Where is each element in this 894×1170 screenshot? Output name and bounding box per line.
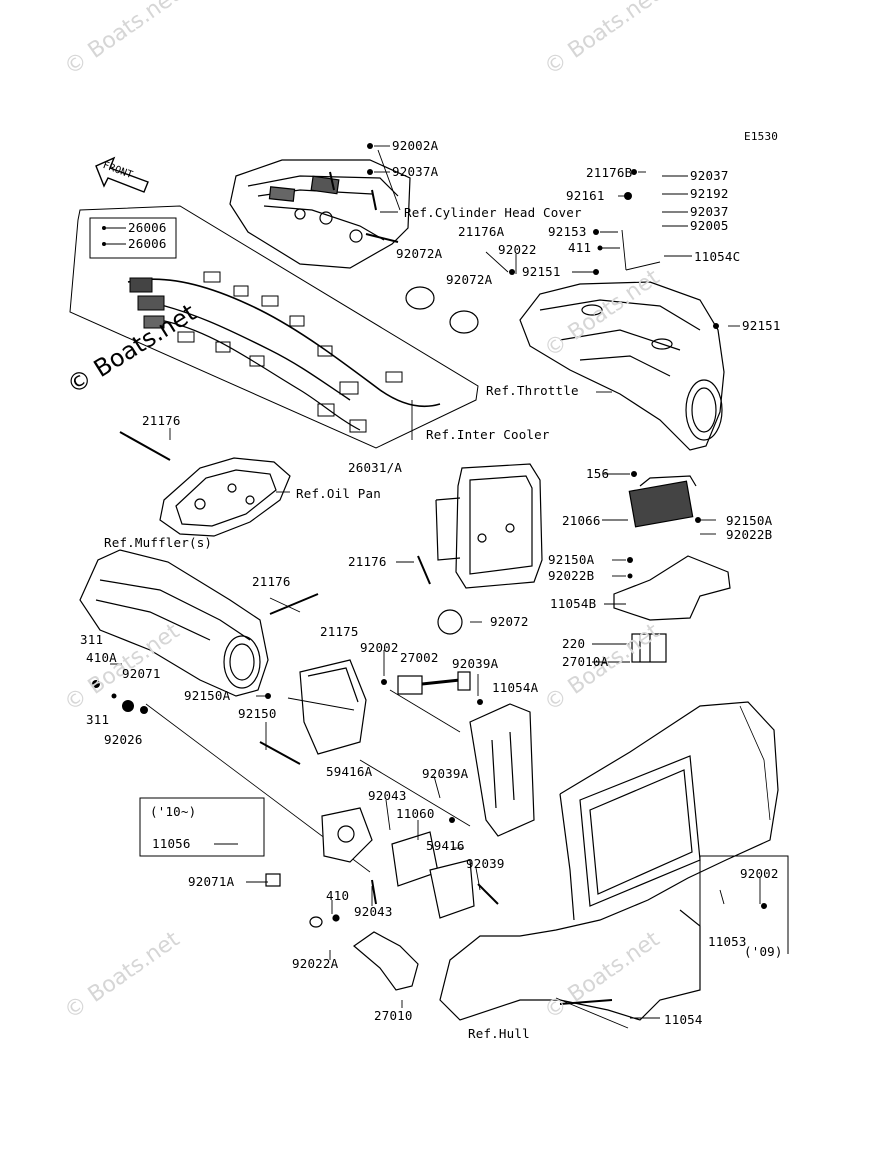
part-label[interactable]: 92022B — [548, 568, 595, 583]
part-label[interactable]: 21176 — [252, 574, 291, 589]
part-label[interactable]: 11053 — [708, 934, 747, 949]
part-label[interactable]: 26006 — [128, 220, 167, 235]
part-label[interactable]: 21176A — [458, 224, 505, 239]
module-21175-drawing — [299, 659, 367, 755]
part-label[interactable]: 26031/A — [348, 460, 403, 475]
part-label[interactable]: 311 — [86, 712, 110, 727]
part-label[interactable]: 11060 — [396, 806, 435, 821]
part-label[interactable]: 92150 — [238, 706, 277, 721]
part-label[interactable]: 11054A — [492, 680, 539, 695]
part-label[interactable]: 220 — [562, 636, 586, 651]
throttle-drawing — [519, 281, 725, 451]
part-label[interactable]: 21176 — [348, 554, 387, 569]
part-label[interactable]: 92043 — [368, 788, 407, 803]
reference-label: Ref.Oil Pan — [296, 486, 381, 501]
part-label[interactable]: 92022A — [292, 956, 339, 971]
part-label[interactable]: 311 — [80, 632, 104, 647]
connector-27002-drawing — [397, 671, 471, 695]
sensor-assembly-drawing — [265, 807, 475, 991]
part-label[interactable]: 11054 — [664, 1012, 703, 1027]
hose-clamps — [405, 286, 479, 635]
part-label[interactable]: 92005 — [690, 218, 729, 233]
part-label[interactable]: 92153 — [548, 224, 587, 239]
part-label[interactable]: 92039A — [452, 656, 499, 671]
part-label[interactable]: 21066 — [562, 513, 601, 528]
diagram-code: E1530 — [744, 130, 779, 143]
part-label[interactable]: 26006 — [128, 236, 167, 251]
part-label[interactable]: 410 — [326, 888, 350, 903]
variant-label: ('10~) — [150, 804, 197, 819]
reference-label: Ref.Throttle — [486, 383, 579, 398]
part-label[interactable]: 92151 — [522, 264, 561, 279]
inter-cooler-drawing — [435, 463, 543, 589]
part-label[interactable]: 411 — [568, 240, 592, 255]
part-label[interactable]: 92039A — [422, 766, 469, 781]
part-label[interactable]: 92039 — [466, 856, 505, 871]
front-arrow-icon — [95, 156, 149, 193]
variant-box-09 — [699, 855, 789, 954]
part-label[interactable]: 27010A — [562, 654, 609, 669]
reference-label: Ref.Cylinder Head Cover — [404, 205, 582, 220]
part-label[interactable]: 92150A — [726, 513, 773, 528]
part-label[interactable]: 156 — [586, 466, 610, 481]
variant-box-10 — [139, 797, 265, 857]
part-label[interactable]: 92192 — [690, 186, 729, 201]
part-label[interactable]: 92151 — [742, 318, 781, 333]
part-label[interactable]: 11054B — [550, 596, 597, 611]
part-label[interactable]: 27010 — [374, 1008, 413, 1023]
part-label[interactable]: 59416 — [426, 838, 465, 853]
part-label[interactable]: 92150A — [548, 552, 595, 567]
part-label[interactable]: 92002 — [360, 640, 399, 655]
part-label[interactable]: 59416A — [326, 764, 373, 779]
hardware-parts — [92, 143, 767, 909]
part-label[interactable]: 21176B — [586, 165, 633, 180]
part-label[interactable]: 92072A — [446, 272, 493, 287]
part-label[interactable]: 92150A — [184, 688, 231, 703]
bracket-11054a-drawing — [469, 703, 535, 837]
part-label[interactable]: 92002A — [392, 138, 439, 153]
bolts-and-sensors — [119, 233, 613, 1005]
part-label[interactable]: 92022B — [726, 527, 773, 542]
part-label[interactable]: 92037 — [690, 204, 729, 219]
part-label[interactable]: 21176 — [142, 413, 181, 428]
part-label[interactable]: 410A — [86, 650, 117, 665]
regulator-drawing — [613, 475, 731, 663]
part-label[interactable]: 27002 — [400, 650, 439, 665]
part-label[interactable]: 92002 — [740, 866, 779, 881]
reference-label: Ref.Muffler(s) — [104, 535, 213, 550]
cylinder-head-cover-drawing — [229, 159, 411, 269]
part-label[interactable]: 92071A — [188, 874, 235, 889]
part-label[interactable]: 92161 — [566, 188, 605, 203]
part-label[interactable]: 11056 — [152, 836, 191, 851]
wiring-harness-box — [69, 205, 479, 449]
part-label[interactable]: 92072A — [396, 246, 443, 261]
reference-label: Ref.Hull — [468, 1026, 530, 1041]
part-label[interactable]: 92072 — [490, 614, 529, 629]
part-label[interactable]: 92037A — [392, 164, 439, 179]
part-label[interactable]: 21175 — [320, 624, 359, 639]
oil-pan-drawing — [159, 457, 291, 537]
reference-label: Ref.Inter Cooler — [426, 427, 550, 442]
part-label[interactable]: 92026 — [104, 732, 143, 747]
part-label[interactable]: 92071 — [122, 666, 161, 681]
part-label[interactable]: 92022 — [498, 242, 537, 257]
part-label[interactable]: 92037 — [690, 168, 729, 183]
part-label[interactable]: 92043 — [354, 904, 393, 919]
variant-label: ('09) — [744, 944, 783, 959]
part-label[interactable]: 11054C — [694, 249, 741, 264]
leader-lines — [106, 145, 761, 1029]
